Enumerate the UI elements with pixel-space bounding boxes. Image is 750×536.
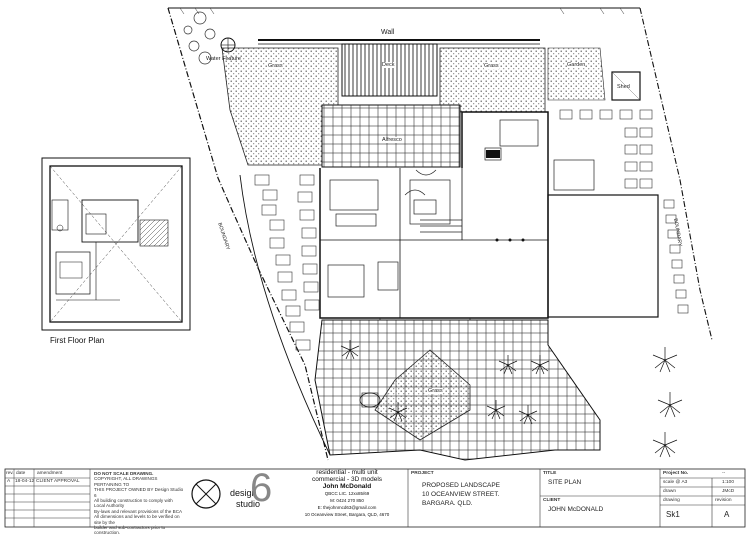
company-name: John McDonald: [322, 483, 372, 490]
first-floor-plan: [41, 157, 191, 331]
property-boundary: [167, 7, 329, 461]
label-first-floor-plan: First Floor Plan: [50, 336, 105, 345]
label-garden: Garden: [567, 62, 586, 68]
logo-text-studio: studio: [236, 499, 261, 509]
project-label: PROJECT: [411, 471, 434, 476]
label-shed: Shed: [617, 84, 630, 90]
grass-bottom: [374, 349, 471, 441]
grass-right: [439, 47, 546, 113]
drawn-label: drawn: [663, 489, 677, 494]
company-services-2: commercial - 3D models: [311, 476, 383, 483]
company-qbcc: QBCC LIC. 12xx85/69: [324, 491, 370, 496]
title-block: [4, 468, 746, 528]
house-outline: [319, 111, 659, 319]
title-label: TITLE: [543, 471, 557, 476]
amendment-header: amendment: [37, 471, 63, 476]
drawing-label: drawing: [663, 498, 680, 503]
client-label: CLIENT: [543, 498, 561, 503]
grass-left: [221, 47, 339, 166]
company-services-1: residential - multi unit: [316, 469, 378, 476]
revision-label: revision: [715, 498, 732, 503]
logo-digit: 6: [250, 466, 273, 510]
company-phone: M: 0424 270 850: [330, 498, 364, 503]
drawing-title: SITE PLAN: [548, 479, 582, 486]
project-line-3: BARGARA. QLD.: [422, 500, 473, 507]
drawing-number: Sk1: [666, 510, 680, 519]
label-grass-bottom: Grass: [428, 388, 443, 394]
project-line-2: 10 OCEANVIEW STREET.: [422, 491, 500, 498]
rev-header: rev.: [6, 471, 14, 476]
project-no-label: Project No.: [663, 471, 689, 476]
company-info: residential - multi unit commercial - 3D…: [290, 469, 404, 518]
logo-text-design: design: [230, 488, 257, 498]
label-deck: Deck: [382, 62, 395, 68]
company-email: E: thejohnmcd63@gmail.com: [317, 505, 377, 510]
label-grass-right: Grass: [484, 63, 499, 69]
drawing-notes: DO NOT SCALE DRAWING. COPYRIGHT, ALL DRA…: [94, 471, 184, 536]
note-line: DO NOT SCALE DRAWING.: [94, 471, 154, 476]
label-grass-left: Grass: [268, 63, 283, 69]
company-address: 10 Oceanview Street, Bargara, QLD, 4670: [304, 512, 390, 517]
note-line: builder and sub-contractors prior to con…: [94, 525, 166, 536]
note-line: All dimensions and levels to be verified…: [94, 514, 180, 525]
label-water-feature: Water Feature: [206, 56, 241, 62]
client-name: JOHN McDONALD: [548, 506, 604, 513]
project-no-value: --: [722, 471, 726, 476]
rev-row1-amendment: CLIENT APPROVAL: [36, 479, 80, 484]
alfresco: [321, 104, 461, 168]
rev-row1-date: 18-04-12: [15, 479, 35, 484]
label-wall: Wall: [381, 29, 395, 36]
project-line-1: PROPOSED LANDSCAPE: [422, 482, 501, 489]
palm-plants: [340, 340, 683, 458]
drawn-value: JMcD: [722, 489, 735, 494]
scale-value: 1:100: [722, 480, 735, 485]
note-line: COPYRIGHT, ALL DRAWINGS PERTAINING TO: [94, 476, 158, 487]
revision-value: A: [724, 510, 730, 519]
note-line: All building construction to comply with…: [94, 498, 173, 509]
date-header: date: [16, 471, 26, 476]
logo-mark: [191, 479, 221, 509]
scale-label: scale @ A3: [663, 480, 688, 485]
note-line: By-laws and relevant provisions of the B…: [94, 508, 183, 514]
label-alfresco: Alfresco: [382, 137, 402, 143]
deck: [341, 43, 438, 97]
note-line: THIS PROJECT OWNED BY Design Studio 6: [94, 487, 184, 498]
rev-row1-rev: A: [7, 479, 11, 484]
